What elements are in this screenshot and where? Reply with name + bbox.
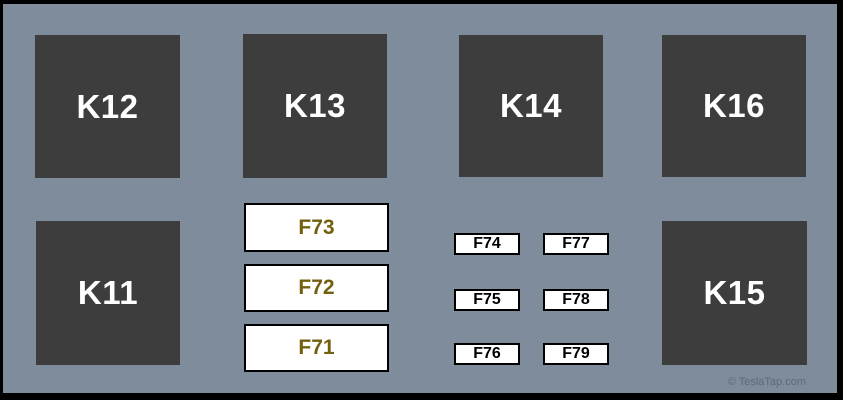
relay-label: K11 bbox=[77, 274, 139, 311]
fuse-f73: F73 bbox=[244, 203, 389, 252]
relay-label: K16 bbox=[702, 87, 766, 124]
fuse-label: F76 bbox=[473, 345, 501, 362]
fuse-f75: F75 bbox=[454, 289, 520, 311]
fuse-label: F72 bbox=[298, 276, 335, 299]
fuse-label: F73 bbox=[298, 215, 335, 239]
fuse-f76: F76 bbox=[454, 343, 520, 365]
fuse-f71: F71 bbox=[244, 324, 389, 372]
relay-k16: K16 bbox=[662, 35, 806, 177]
relay-k13: K13 bbox=[243, 34, 387, 178]
fuse-label: F75 bbox=[473, 291, 501, 308]
fuse-f79: F79 bbox=[543, 343, 609, 365]
fuse-label: F78 bbox=[562, 291, 590, 308]
fuse-f77: F77 bbox=[543, 233, 609, 255]
relay-label: K12 bbox=[76, 87, 139, 125]
relay-k11: K11 bbox=[36, 221, 180, 365]
fuse-f78: F78 bbox=[543, 289, 609, 311]
relay-label: K13 bbox=[283, 87, 347, 124]
relay-label: K15 bbox=[703, 274, 766, 311]
fuse-label: F79 bbox=[562, 345, 590, 362]
watermark: © TeslaTap.com bbox=[727, 376, 806, 388]
fuse-label: F71 bbox=[298, 336, 335, 359]
relay-k14: K14 bbox=[459, 35, 603, 177]
relay-k12: K12 bbox=[35, 35, 180, 178]
relay-label: K14 bbox=[499, 87, 563, 124]
fuse-f72: F72 bbox=[244, 264, 389, 312]
relay-k15: K15 bbox=[662, 221, 807, 365]
fuse-f74: F74 bbox=[454, 233, 520, 255]
fuse-label: F74 bbox=[473, 235, 501, 252]
fuse-label: F77 bbox=[562, 235, 590, 252]
